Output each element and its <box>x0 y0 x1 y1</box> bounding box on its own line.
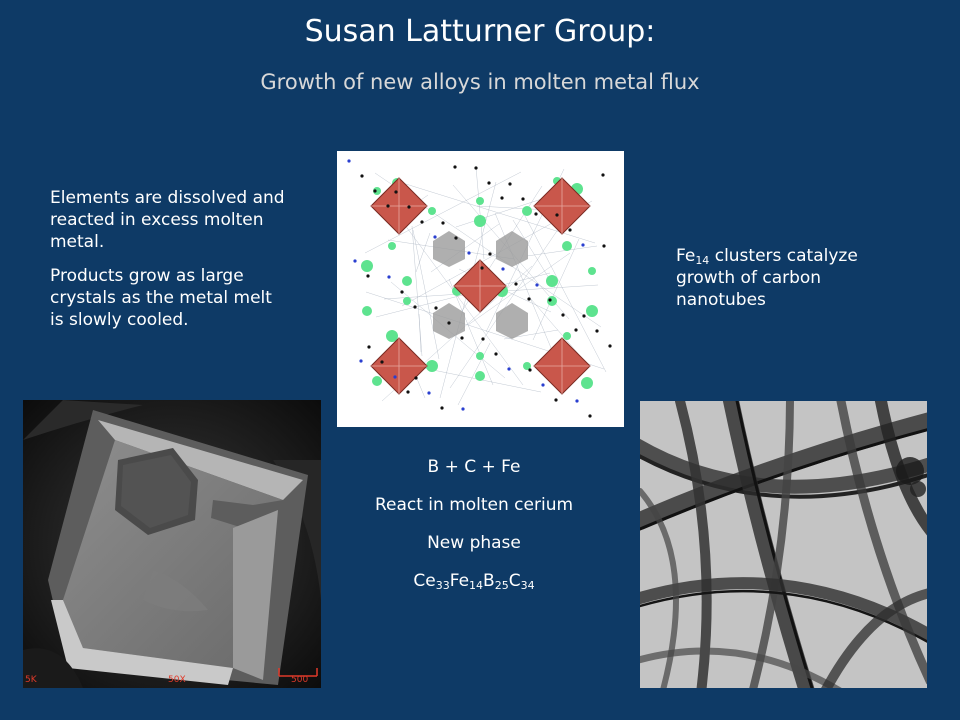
sem-magnification-label: 50X <box>168 675 186 685</box>
caption-formula: Ce33Fe14B25C34 <box>340 569 608 607</box>
formula-ce: Ce <box>413 571 436 591</box>
right-text-prefix: Fe <box>676 246 696 266</box>
right-description: Fe14 clusters catalyze growth of carbon … <box>676 245 906 311</box>
left-description: Elements are dissolved and reacted in ex… <box>50 187 290 344</box>
sem-left-edge-label: 5K <box>25 675 38 685</box>
formula-c-count: 34 <box>520 579 535 592</box>
sem-crystal-image: 50X 5K 500 <box>23 400 321 688</box>
tem-nanotube-image <box>640 401 927 688</box>
reaction-caption: B + C + Fe React in molten cerium New ph… <box>340 455 608 607</box>
crystal-structure-image <box>337 151 624 427</box>
caption-reactants: B + C + Fe <box>427 457 521 477</box>
right-text-subscript: 14 <box>695 254 710 267</box>
caption-new-phase: New phase <box>427 533 521 553</box>
slide-title: Susan Latturner Group: <box>304 14 656 49</box>
left-paragraph-crystals: Products grow as large crystals as the m… <box>50 266 272 331</box>
right-text-suffix: clusters catalyze growth of carbon nanot… <box>676 246 858 311</box>
formula-ce-count: 33 <box>435 579 450 592</box>
left-paragraph-dissolved: Elements are dissolved and reacted in ex… <box>50 188 285 253</box>
formula-b-count: 25 <box>494 579 509 592</box>
formula-fe: Fe <box>449 571 470 591</box>
slide-subtitle: Growth of new alloys in molten metal flu… <box>260 70 700 94</box>
caption-reaction: React in molten cerium <box>374 495 574 515</box>
formula-c: C <box>508 571 521 591</box>
formula-b: B <box>483 571 495 591</box>
sem-scale-label: 500 <box>291 675 308 685</box>
formula-fe-count: 14 <box>469 579 484 592</box>
